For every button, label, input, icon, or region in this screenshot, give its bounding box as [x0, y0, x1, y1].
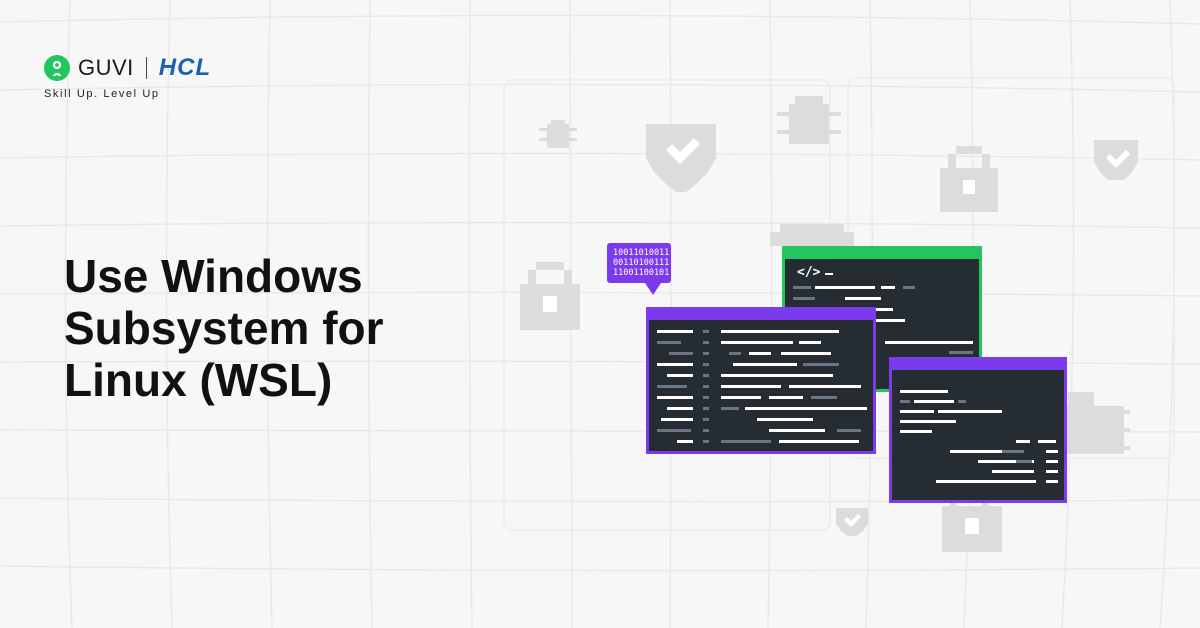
bug-icon	[770, 224, 854, 246]
guvi-logo-icon	[44, 55, 70, 81]
speech-bubble-tail	[645, 283, 661, 295]
code-lines	[900, 390, 1058, 483]
window-title-bar	[649, 310, 873, 320]
code-lines	[657, 330, 867, 443]
code-window-purple-right	[889, 357, 1067, 503]
bug-icon	[1062, 392, 1130, 454]
title-line: Linux (WSL)	[64, 354, 333, 406]
bug-icon	[539, 120, 577, 148]
hcl-wordmark: HCL	[158, 54, 212, 81]
binary-speech-bubble: 10011010011 00110100111 11001100101	[607, 243, 671, 283]
bug-icon	[777, 96, 841, 144]
window-title-bar	[785, 249, 979, 259]
brand-tagline: Skill Up. Level Up	[44, 88, 160, 100]
title-line: Subsystem for	[64, 302, 384, 354]
padlock-icon	[940, 146, 998, 212]
page-title: Use Windows Subsystem for Linux (WSL)	[64, 250, 504, 406]
binary-line: 00110100111	[613, 258, 670, 268]
window-title-bar	[892, 360, 1064, 370]
code-prompt: </>	[797, 265, 821, 280]
binary-line: 11001100101	[613, 268, 670, 278]
brand-logo: GUVI HCL Skill Up. Level Up	[44, 54, 211, 100]
binary-line: 10011010011	[613, 248, 670, 258]
title-line: Use Windows	[64, 250, 363, 302]
code-window-purple-main	[646, 307, 876, 454]
guvi-wordmark: GUVI	[78, 55, 134, 80]
logo-divider	[145, 57, 147, 79]
